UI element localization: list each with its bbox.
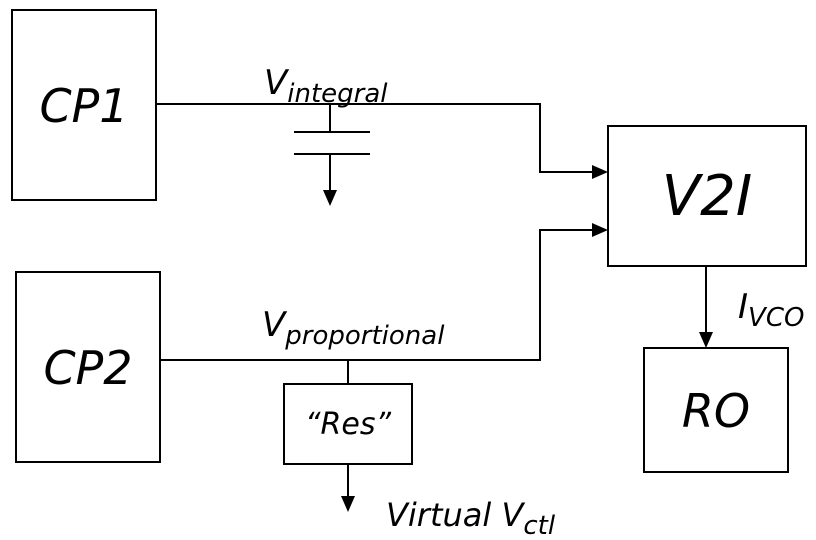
integral-wire [156,103,596,173]
virtual-vctl-label: Virtual Vctl [386,496,556,540]
cp1-label: CP1 [39,79,128,133]
v-proportional-label: Vproportional [262,305,445,351]
integral-arrowhead [592,165,608,179]
ro-label: RO [682,384,750,438]
ro-block [643,347,789,473]
res-label: “Res” [305,407,391,442]
virtual-vctl-arrowhead [341,496,355,512]
cp1-block [11,9,157,201]
proportional-arrowhead [592,223,608,237]
cp2-label: CP2 [43,341,132,395]
v2i-block [607,125,807,267]
ground-arrowhead [323,190,337,206]
ivco-arrowhead [699,332,713,348]
i-vco-label: IVCO [738,287,804,333]
proportional-wire [160,229,596,361]
cp2-block [15,271,161,463]
v2i-label: V2I [662,164,752,229]
v-integral-label: Vintegral [264,63,388,109]
